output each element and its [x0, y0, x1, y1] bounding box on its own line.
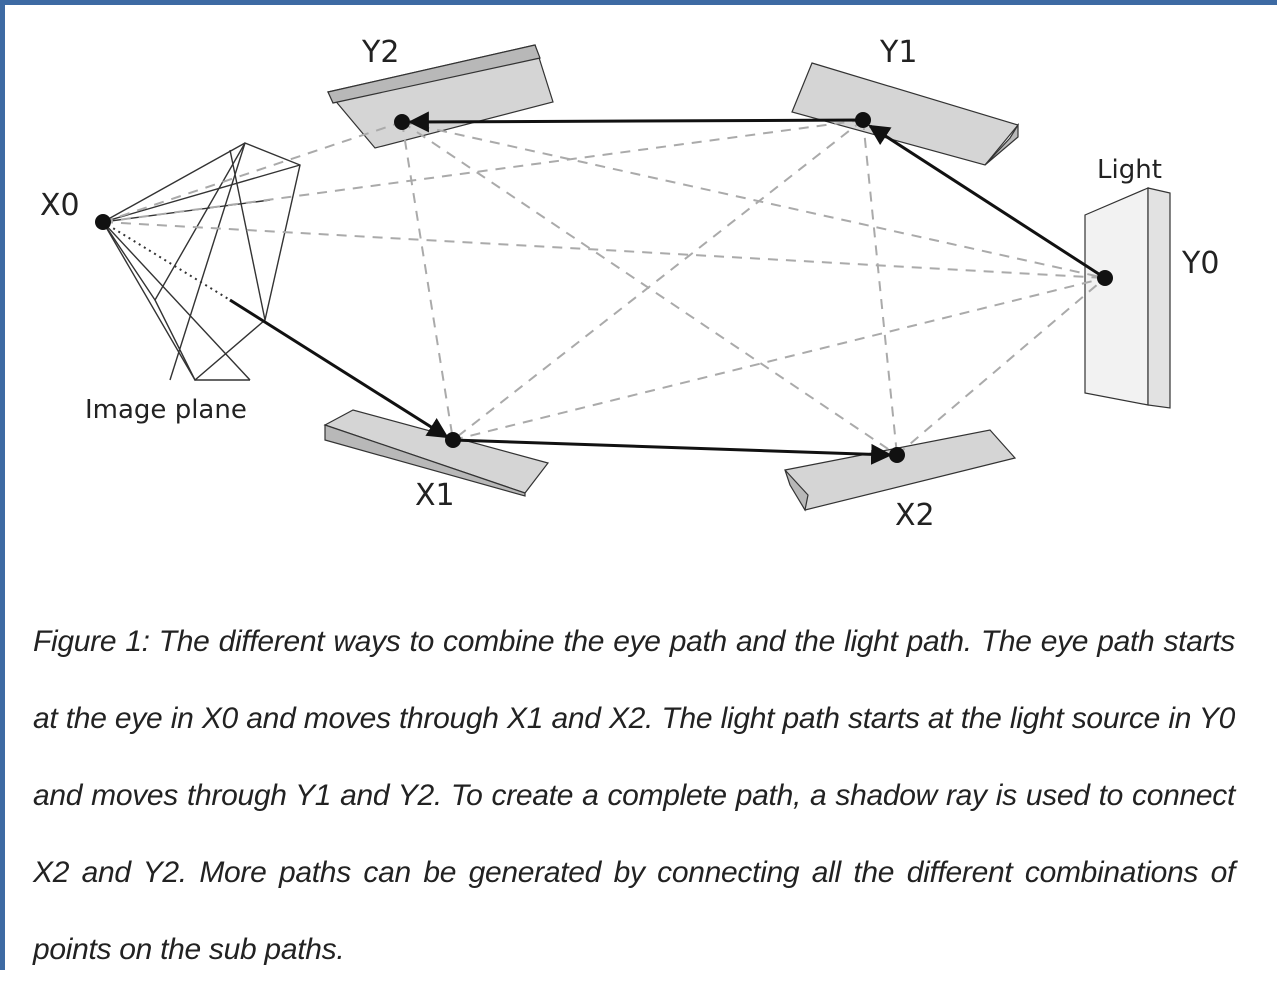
vertex-x2	[889, 447, 905, 463]
surface-y1	[791, 62, 1020, 166]
vertex-y2	[394, 114, 410, 130]
light-path-segment-2	[407, 111, 864, 133]
eye-ray-dotted	[102, 221, 231, 301]
figure-caption: Figure 1: The different ways to combine …	[33, 625, 1235, 966]
solid-paths	[229, 111, 1106, 465]
light-path-segment-1	[868, 124, 1106, 280]
image-plane-frustum	[102, 142, 301, 382]
path-diagram: X0 X1 X2 Y0 Y1 Y2 Light Image plane	[40, 35, 1219, 533]
dashed-connections	[102, 119, 1106, 456]
label-x1: X1	[415, 478, 455, 513]
surface-x1	[323, 409, 550, 497]
vertex-y0	[1097, 270, 1113, 286]
label-y2: Y2	[361, 35, 399, 70]
label-light: Light	[1097, 155, 1162, 185]
vertex-y1	[855, 112, 871, 128]
path-vertices	[95, 112, 1113, 463]
vertex-x0	[95, 214, 111, 230]
surface-y2	[326, 44, 554, 149]
label-y0: Y0	[1181, 246, 1219, 281]
surface-x2	[784, 429, 1017, 512]
light-source	[1084, 187, 1171, 409]
vertex-x1	[445, 432, 461, 448]
label-x0: X0	[40, 188, 80, 223]
eye-path-segment-2	[452, 438, 893, 465]
label-image-plane: Image plane	[85, 395, 247, 425]
label-y1: Y1	[879, 35, 917, 70]
label-x2: X2	[895, 498, 935, 533]
eye-path-segment-1	[229, 298, 449, 439]
